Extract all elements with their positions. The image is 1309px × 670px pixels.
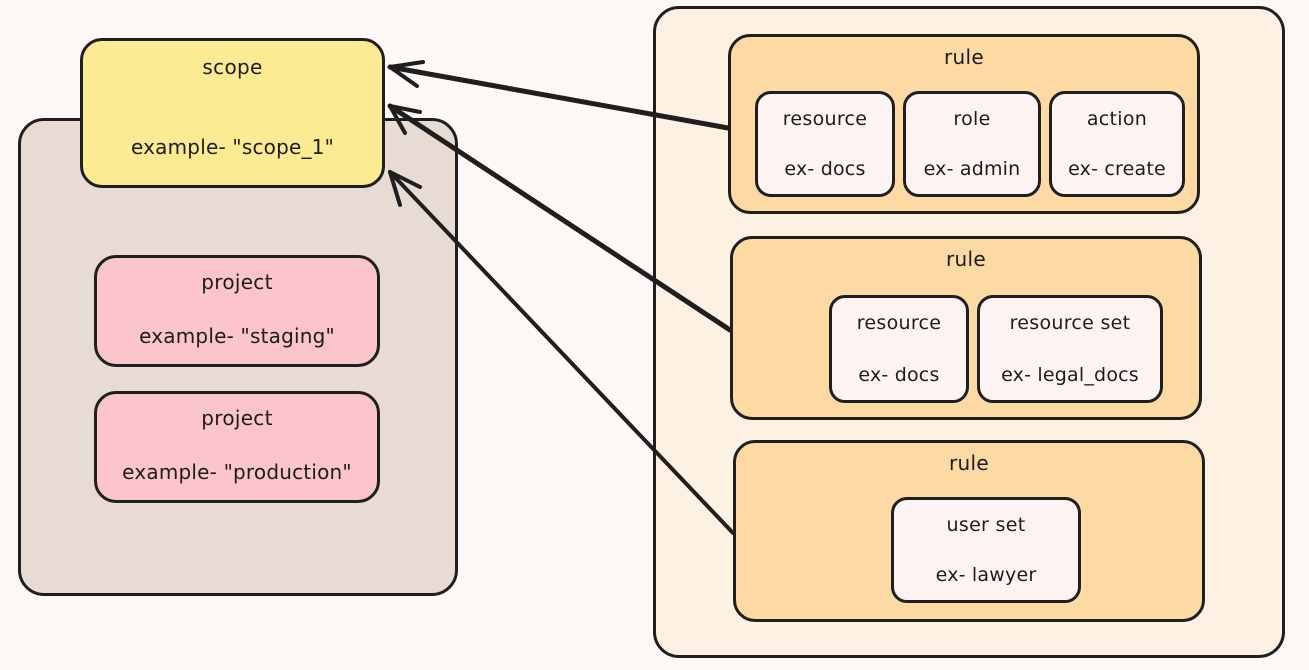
project-card-example: example- "production" (122, 460, 352, 484)
leaf-example: ex- docs (784, 158, 866, 180)
project-card-production[interactable]: project example- "production" (94, 391, 380, 503)
rule-card-title: rule (944, 45, 984, 69)
leaf-title: user set (946, 514, 1026, 536)
rule-3-item-user-set[interactable]: user set ex- lawyer (891, 497, 1081, 603)
rule-card-3[interactable]: rule user set ex- lawyer (733, 440, 1205, 622)
leaf-title: resource (856, 312, 942, 334)
leaf-title: resource (782, 108, 868, 130)
rule-1-item-resource[interactable]: resource ex- docs (755, 91, 895, 197)
scope-card[interactable]: scope example- "scope_1" (80, 38, 385, 188)
rule-2-item-resource-set[interactable]: resource set ex- legal_docs (977, 295, 1163, 403)
project-card-staging[interactable]: project example- "staging" (94, 255, 380, 367)
rule-2-item-resource[interactable]: resource ex- docs (829, 295, 969, 403)
leaf-example: ex- legal_docs (1001, 364, 1139, 386)
leaf-example: ex- create (1068, 158, 1166, 180)
rule-card-title: rule (949, 451, 989, 475)
leaf-title: role (953, 108, 991, 130)
scope-card-example: example- "scope_1" (130, 135, 335, 159)
scope-card-title: scope (202, 55, 263, 79)
leaf-title: resource set (1009, 312, 1131, 334)
leaf-example: ex- docs (858, 364, 940, 386)
rule-1-item-role[interactable]: role ex- admin (903, 91, 1041, 197)
leaf-example: ex- lawyer (935, 564, 1037, 586)
project-card-title: project (201, 270, 273, 294)
leaf-example: ex- admin (923, 158, 1021, 180)
rule-card-1[interactable]: rule resource ex- docs role ex- admin ac… (728, 34, 1200, 214)
rule-card-2[interactable]: rule resource ex- docs resource set ex- … (730, 236, 1202, 420)
rule-1-item-action[interactable]: action ex- create (1049, 91, 1185, 197)
project-card-title: project (201, 406, 273, 430)
rule-card-title: rule (946, 247, 986, 271)
project-card-example: example- "staging" (139, 324, 335, 348)
leaf-title: action (1086, 108, 1148, 130)
